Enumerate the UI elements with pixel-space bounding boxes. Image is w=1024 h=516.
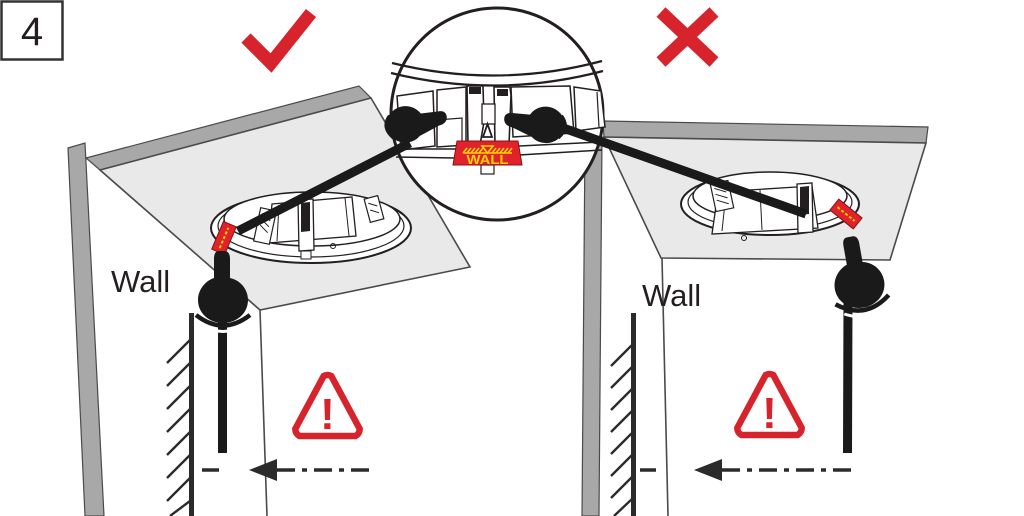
- sticker-text: WALL: [467, 153, 509, 167]
- x-mark-icon: [656, 7, 719, 67]
- fixture-rim-curve: [391, 59, 603, 77]
- step-number: 4: [21, 10, 43, 54]
- wall-corner-line: [661, 257, 669, 516]
- exclamation-mark: !: [762, 389, 777, 438]
- distance-arrow: [640, 459, 852, 481]
- pointing-hand-up: [194, 251, 252, 453]
- wall-sticker-closeup: WALL: [452, 140, 523, 167]
- incorrect-installation-scene: Wall !: [581, 120, 929, 516]
- warning-triangle-icon: !: [734, 370, 805, 439]
- clip-arrow-mark: [481, 121, 494, 138]
- leader-arm-right: [550, 119, 808, 219]
- wall-label: Wall: [111, 264, 170, 299]
- cuff: [194, 313, 252, 328]
- wall-sticker: [829, 198, 863, 230]
- arrowhead-left-icon: [694, 459, 722, 481]
- checkmark-icon: [241, 8, 317, 73]
- wall-edge-band: [581, 136, 603, 516]
- pointing-hand-left: [504, 106, 567, 144]
- wall-datum-symbol: [462, 145, 513, 155]
- leader-arm-left: [235, 138, 413, 236]
- wall-hatching: [610, 344, 633, 516]
- exclamation-mark: !: [320, 390, 335, 439]
- cuff: [384, 114, 395, 140]
- spring-clip-closeup: [466, 85, 512, 146]
- pointing-hand-right: [384, 106, 447, 143]
- wall-corner-line: [259, 309, 268, 516]
- warning-triangle-icon: !: [292, 371, 363, 440]
- arrowhead-left-icon: [249, 459, 277, 481]
- wall-label: Wall: [642, 278, 701, 313]
- wall-hatching: [166, 339, 191, 516]
- wall-edge-band: [67, 142, 105, 516]
- pointing-hand-up: [834, 236, 891, 454]
- side-clip: [363, 194, 385, 224]
- distance-arrow: [202, 459, 370, 481]
- cuff: [556, 114, 567, 140]
- step-number-badge: 4: [0, 0, 64, 61]
- magnifier-detail-circle: WALL: [235, 6, 808, 236]
- cuff: [834, 293, 891, 313]
